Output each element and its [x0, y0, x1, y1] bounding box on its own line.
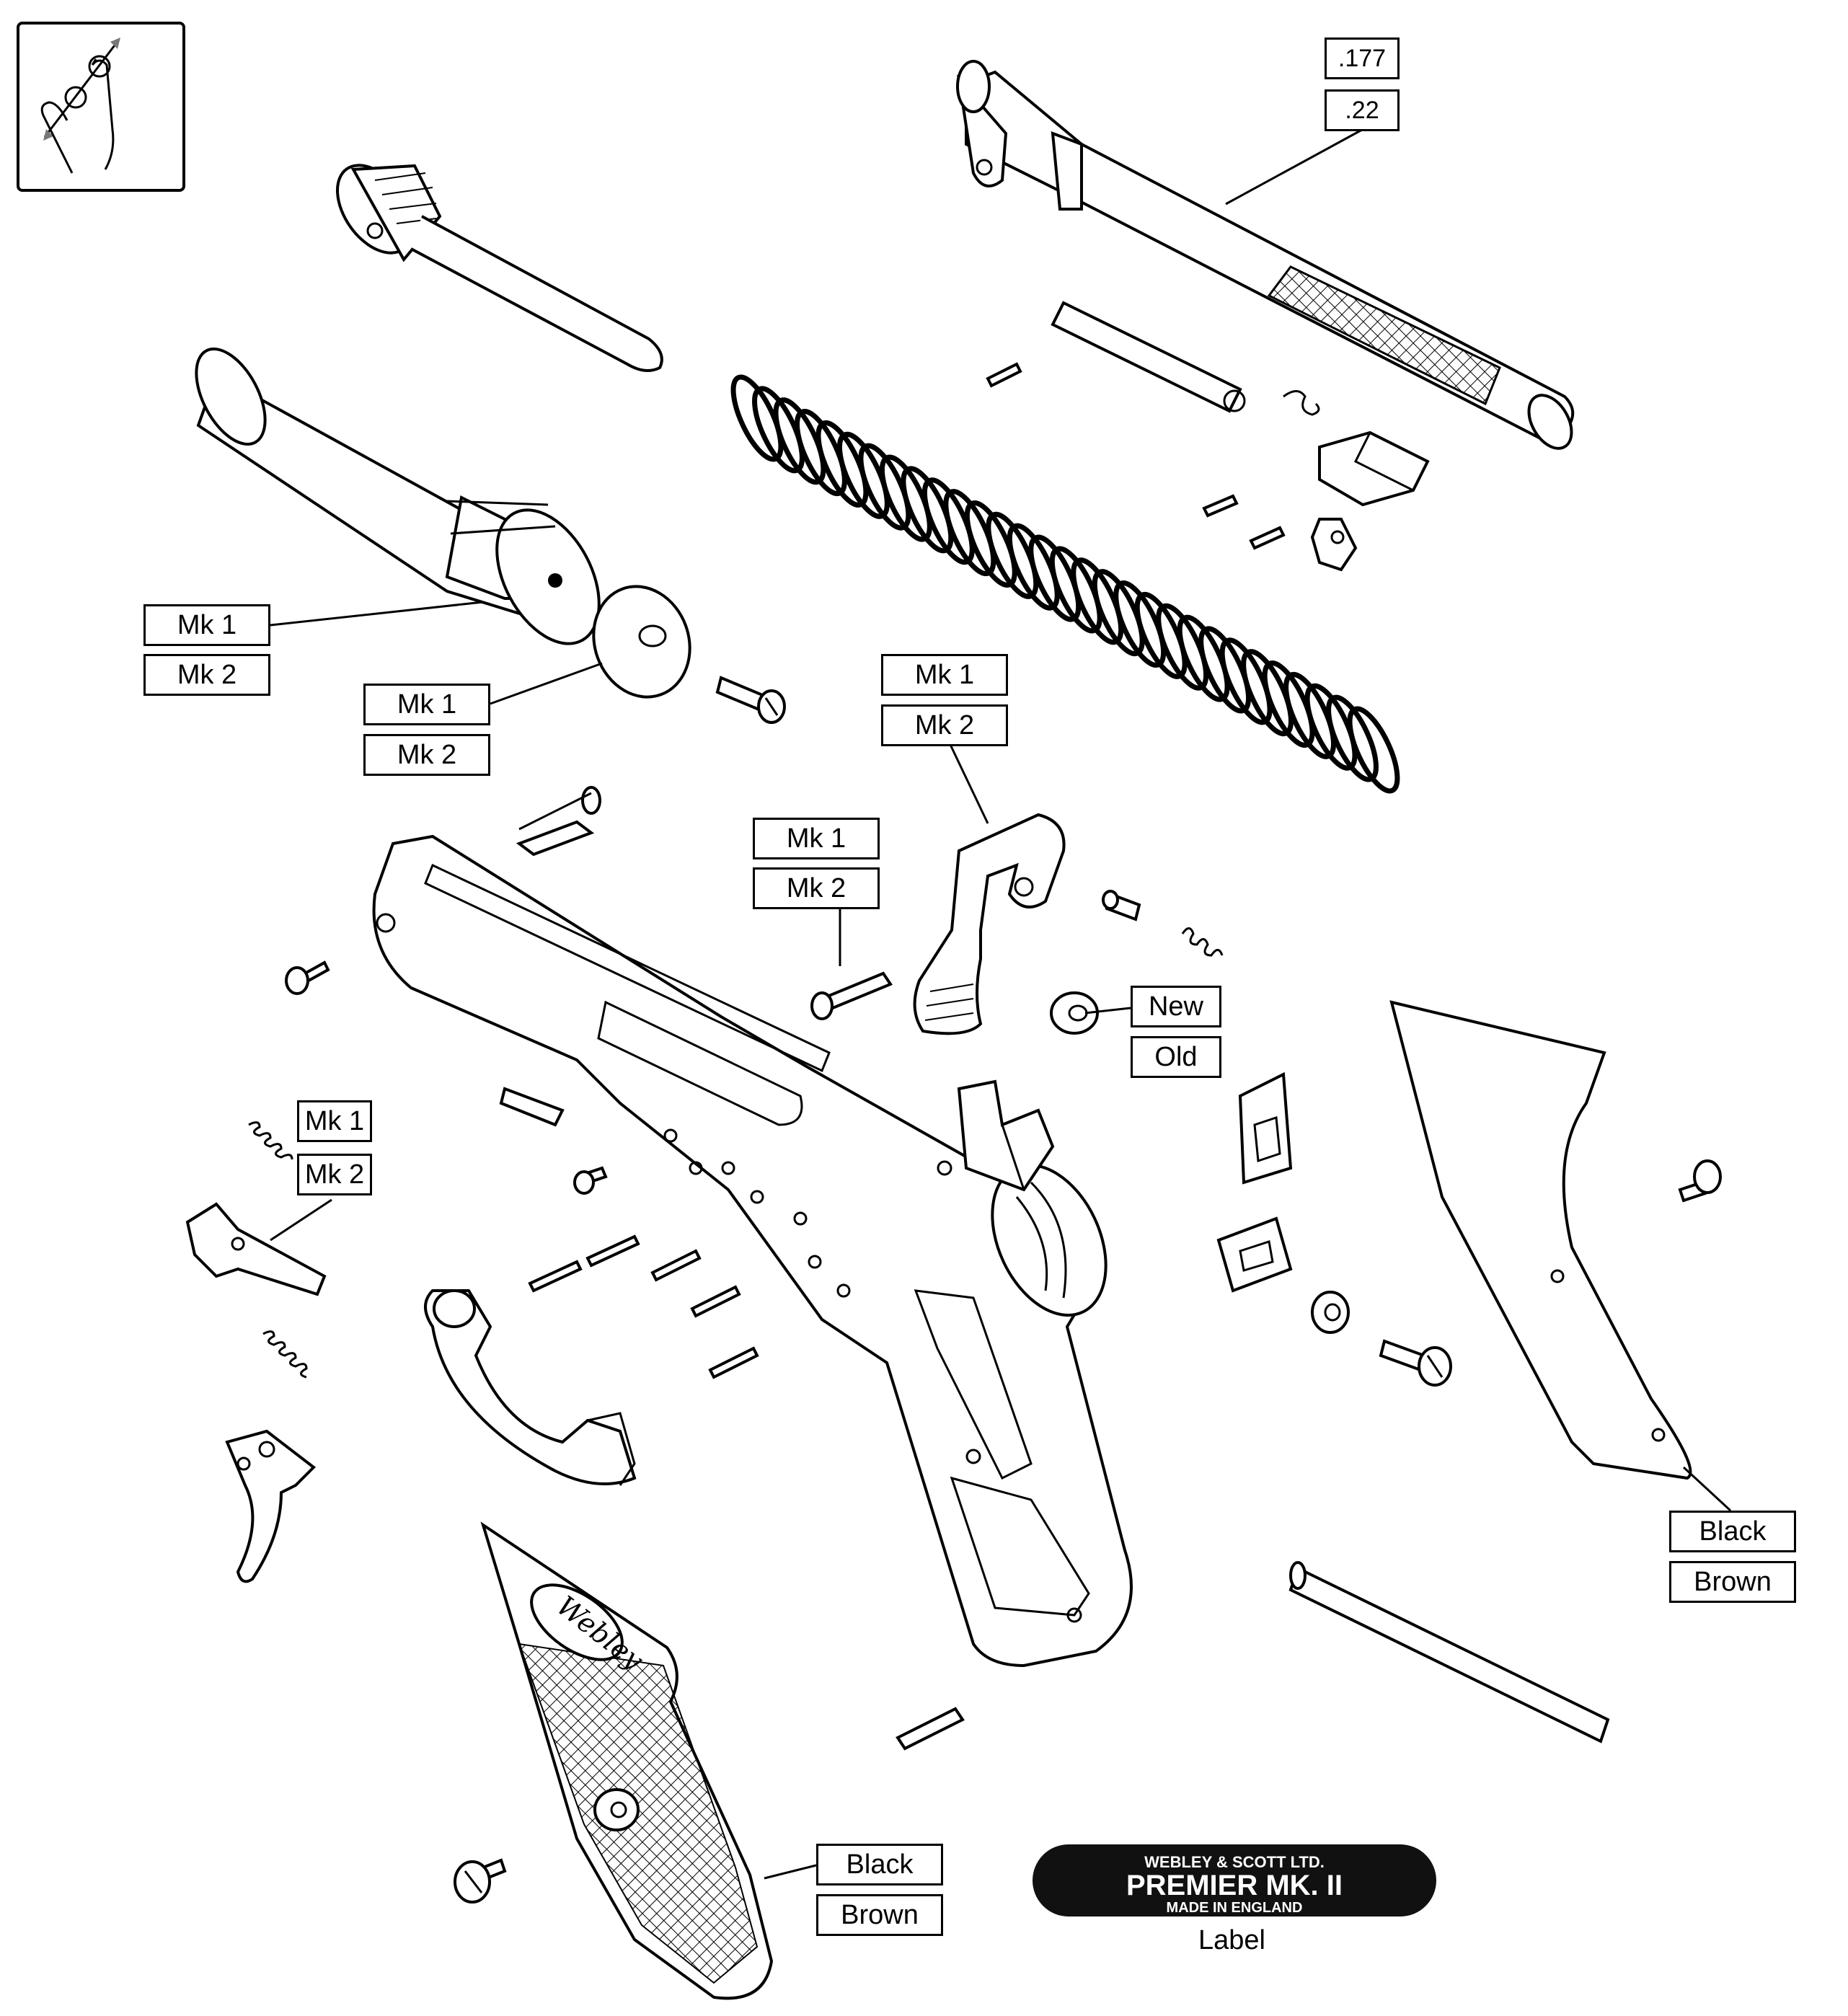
leader-lines	[270, 128, 1732, 1880]
bush-old-label[interactable]: Old	[1131, 1036, 1221, 1078]
pistol-frame	[372, 834, 1133, 1668]
frame-screws	[285, 786, 608, 1195]
spring-coil	[1347, 706, 1400, 794]
trigger	[225, 1429, 317, 1583]
bush	[1050, 991, 1099, 1035]
sear-mk2-label[interactable]: Mk 2	[297, 1154, 372, 1195]
grip-screw-left	[454, 1858, 507, 1904]
sight-screw	[1379, 1339, 1452, 1387]
barrel-177-label[interactable]: .177	[1325, 37, 1400, 79]
washer-screw	[715, 676, 786, 724]
plate-line-2: PREMIER MK. II	[1126, 1870, 1343, 1901]
washer-mk2-label[interactable]: Mk 2	[363, 734, 490, 776]
sear-mk1-label[interactable]: Mk 1	[297, 1100, 372, 1142]
cocking-lever-mk2-label[interactable]: Mk 2	[881, 704, 1008, 746]
barrel-22-label[interactable]: .22	[1325, 89, 1400, 131]
right-grip-brown-label[interactable]: Brown	[1669, 1561, 1796, 1603]
grip-screw-right	[1678, 1159, 1722, 1203]
latch-parts	[1283, 390, 1430, 572]
piston-mk1-label[interactable]: Mk 1	[143, 604, 270, 646]
washer-mk1-label[interactable]: Mk 1	[363, 684, 490, 725]
name-plate-caption: Label	[1198, 1925, 1265, 1955]
barrel	[956, 60, 1575, 450]
pivot-screw-mk1-label[interactable]: Mk 1	[753, 818, 880, 859]
plate-line-3: MADE IN ENGLAND	[1167, 1900, 1303, 1916]
piston	[195, 347, 601, 645]
rear-sight-blade	[1238, 1071, 1293, 1185]
barrel-latch-link	[1051, 301, 1246, 413]
pivot-screw	[810, 971, 893, 1020]
frame-pins	[528, 1234, 965, 1751]
plate-line-1: WEBLEY & SCOTT LTD.	[1144, 1853, 1325, 1871]
sear-springs	[248, 1121, 308, 1379]
small-pins-upper	[986, 362, 1286, 550]
cylinder-plug	[335, 164, 663, 372]
plunger-and-spring	[1102, 890, 1224, 957]
left-grip-brown-label[interactable]: Brown	[816, 1894, 943, 1936]
cocking-lever-mk1-label[interactable]: Mk 1	[881, 654, 1008, 696]
right-grip-plate	[1389, 1000, 1692, 1480]
piston-mk2-label[interactable]: Mk 2	[143, 654, 270, 696]
main-spring	[730, 374, 1400, 794]
right-grip-black-label[interactable]: Black	[1669, 1511, 1796, 1552]
cocking-lever	[913, 813, 1066, 1035]
trigger-guard	[424, 1289, 637, 1486]
pivot-screw-mk2-label[interactable]: Mk 2	[753, 867, 880, 909]
bush-new-label[interactable]: New	[1131, 986, 1221, 1027]
left-grip-plate: Webley	[480, 1521, 774, 2000]
cleaning-rod	[1288, 1561, 1610, 1743]
name-plate: WEBLEY & SCOTT LTD. PREMIER MK. II MADE …	[1033, 1844, 1436, 1916]
lock-washer	[1311, 1291, 1350, 1334]
left-grip-black-label[interactable]: Black	[816, 1844, 943, 1885]
sear	[185, 1202, 327, 1296]
pinch-zoom-icon[interactable]	[17, 22, 185, 192]
rear-sight-base	[1216, 1216, 1293, 1293]
piston-washer	[592, 585, 691, 699]
